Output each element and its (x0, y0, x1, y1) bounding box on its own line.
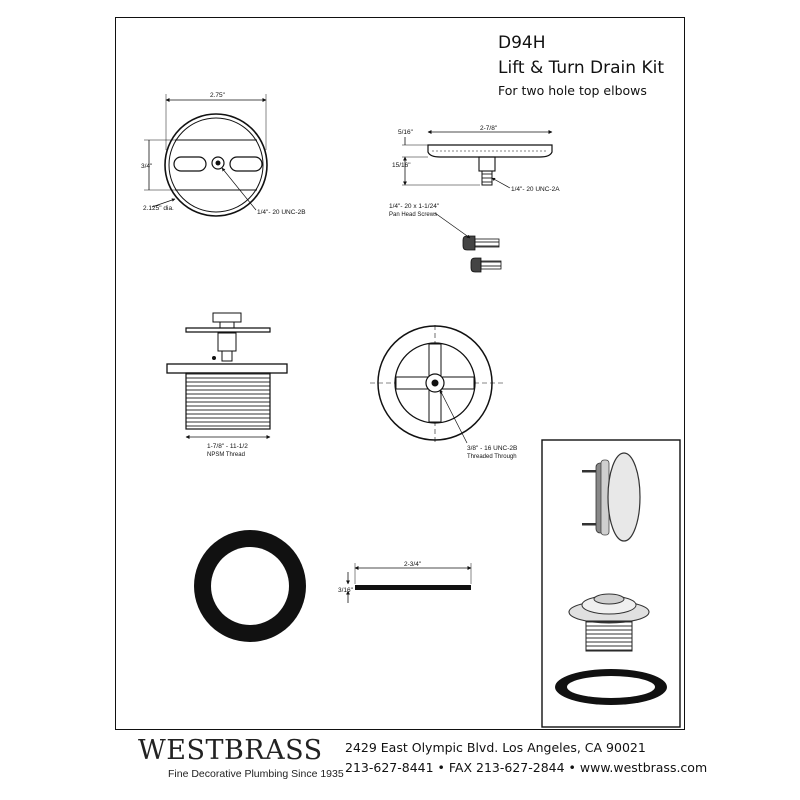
product-subtitle: For two hole top elbows (498, 83, 647, 98)
dim-stopper-thickness: 5/16" (398, 129, 414, 136)
dim-cross-thread-note: Threaded Through (467, 454, 517, 460)
model-number: D94H (498, 33, 546, 53)
product-name: Lift & Turn Drain Kit (498, 58, 664, 78)
brand-tagline: Fine Decorative Plumbing Since 1935 (168, 768, 344, 780)
dim-top-cap-thread: 1/4"- 20 UNC-2B (257, 209, 306, 216)
gasket-edge-drawing: 2-3/4" 3/16" (338, 561, 472, 603)
cross-bottom-drawing: 3/8" - 16 UNC-2B Threaded Through (370, 325, 517, 460)
dim-cross-thread: 3/8" - 16 UNC-2B (467, 445, 517, 452)
dim-body-thread: 1-7/8" - 11-1/2 (207, 443, 248, 450)
dim-top-cap-height: 3/4" (141, 163, 153, 170)
top-cap-drawing: 2.75" 3/4" 2.125" dia. 1/4"- 20 UNC-2B (141, 92, 306, 217)
drawing-frame (115, 17, 685, 730)
product-photo-inset (541, 439, 681, 728)
label-screws-type: Pan Head Screws (389, 212, 437, 218)
dim-gasket-thickness: 3/16" (338, 587, 354, 594)
company-address: 2429 East Olympic Blvd. Los Angeles, CA … (345, 740, 646, 755)
dim-stopper-thread: 1/4"- 20 UNC-2A (511, 186, 560, 193)
dim-body-thread-type: NPSM Thread (207, 452, 245, 458)
brand-logo: WESTBRASS (138, 735, 323, 766)
dim-top-cap-width: 2.75" (210, 92, 226, 99)
dim-gasket-width: 2-3/4" (404, 561, 422, 568)
company-contact: 213-627-8441 • FAX 213-627-2844 • www.we… (345, 760, 708, 775)
pan-head-screws-drawing: 1/4"- 20 x 1-1/24" Pan Head Screws (389, 203, 502, 273)
drain-body-drawing: 1-7/8" - 11-1/2 NPSM Thread (166, 312, 288, 458)
dim-stopper-width: 2-7/8" (480, 125, 498, 132)
dim-stopper-height: 15/16" (392, 162, 411, 169)
stopper-side-drawing: 2-7/8" 5/16" 15/16" 1/4"- 20 UNC-2A (392, 125, 560, 193)
gasket-ring-drawing (194, 530, 306, 642)
label-screws: 1/4"- 20 x 1-1/24" (389, 203, 440, 210)
dim-top-cap-dia: 2.125" dia. (143, 205, 174, 212)
